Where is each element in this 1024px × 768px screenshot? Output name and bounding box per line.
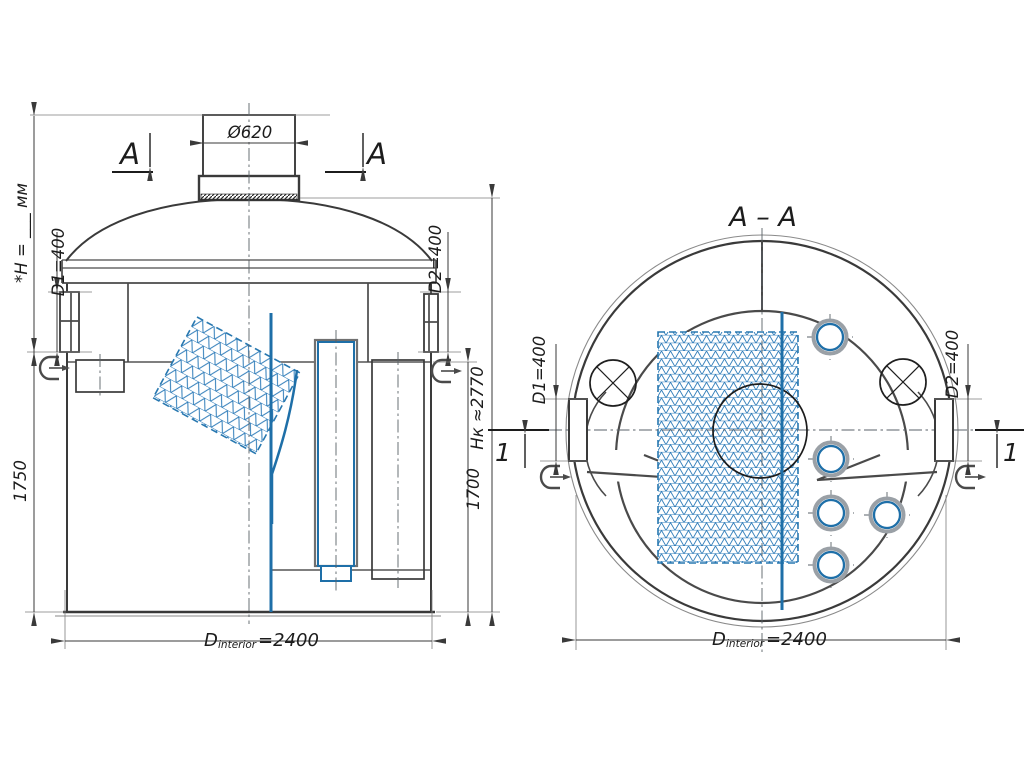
dim-outlet-elevation: D2=400 (418, 225, 461, 366)
pipe-ring (808, 542, 854, 588)
outlet-flow-direction-icon (430, 358, 462, 384)
tank-shell (55, 283, 441, 617)
detail-marker-right: 1 (1003, 438, 1019, 467)
outlet-column (371, 352, 425, 588)
pipe-ring (808, 490, 854, 536)
dim-interior-prefix: D (204, 630, 218, 651)
section-mark-a-left: A (112, 133, 153, 181)
dim-interior-plan-subscript: interior (726, 638, 765, 650)
dim-outlet-label: D2=400 (426, 225, 445, 294)
mesh-support-curve (270, 369, 299, 524)
dim-interior-plan-prefix: D (712, 629, 726, 650)
detail-marker-left: 1 (495, 438, 511, 467)
pipe-ring-group (807, 314, 910, 588)
dim-interior-value: =2400 (258, 630, 319, 651)
inlet-flow-direction-icon-plan (539, 464, 571, 490)
dim-body-height-label: 1750 (11, 460, 30, 502)
port-circle-left (589, 359, 637, 407)
port-circle-right (879, 358, 927, 406)
dim-inlet-plan: D1=400 (530, 336, 588, 475)
outlet-flow-direction-icon-plan (954, 464, 986, 490)
section-aa-view: A – A (488, 202, 1024, 652)
center-pipe (313, 330, 359, 592)
dim-total-height: *H = ___ мм (12, 102, 330, 366)
section-letter-a-right: A (365, 137, 387, 171)
dim-interior-plan-value: =2400 (766, 629, 827, 650)
dim-outlet-depth: 1700 (433, 348, 483, 626)
outlet-nozzle (423, 293, 439, 353)
dim-total-height-label: *H = ___ мм (12, 183, 32, 283)
inlet-flow-direction-icon (38, 355, 70, 381)
section-view-title: A – A (727, 202, 797, 233)
dim-shell-height: Hк ≈2770 (300, 184, 500, 626)
pipe-ring (864, 492, 910, 538)
pipe-ring (807, 314, 853, 360)
dim-manhole-diameter: Ø620 (190, 123, 308, 146)
dim-interior-diameter-plan: D interior =2400 (562, 495, 960, 650)
tank-dome (65, 197, 433, 262)
elevation-view: A A Ø620 *H = ___ мм 1750 D1=400 (11, 102, 500, 651)
detail-mark-1-right: 1 (975, 420, 1024, 468)
outlet-nozzle-plan (934, 398, 954, 462)
center-pipe-circle (712, 383, 808, 479)
inlet-nozzle (59, 291, 80, 353)
section-mark-a-right: A (325, 133, 387, 181)
dim-body-height: 1750 (11, 338, 64, 626)
dim-outlet-plan: D2=400 (934, 330, 982, 475)
dim-inlet-label: D1=400 (49, 228, 68, 297)
dim-outlet-depth-label: 1700 (464, 468, 483, 510)
coalescer-mesh (152, 315, 301, 455)
dim-inlet-elevation: D1=400 (48, 228, 92, 366)
coalescer-mesh-plan (657, 331, 799, 564)
inlet-nozzle-plan (568, 398, 588, 462)
dim-outlet-plan-label: D2=400 (943, 330, 962, 399)
dim-inlet-plan-label: D1=400 (530, 336, 549, 405)
pipe-ring (808, 436, 854, 482)
section-letter-a-left: A (118, 137, 140, 171)
dim-shell-height-label: Hк ≈2770 (468, 366, 487, 449)
dim-interior-diameter-elevation: D interior =2400 (51, 590, 446, 651)
dim-interior-subscript: interior (218, 639, 257, 651)
dim-manhole-label: Ø620 (227, 123, 272, 142)
detail-mark-1-left: 1 (488, 420, 549, 468)
inlet-box (75, 354, 125, 398)
